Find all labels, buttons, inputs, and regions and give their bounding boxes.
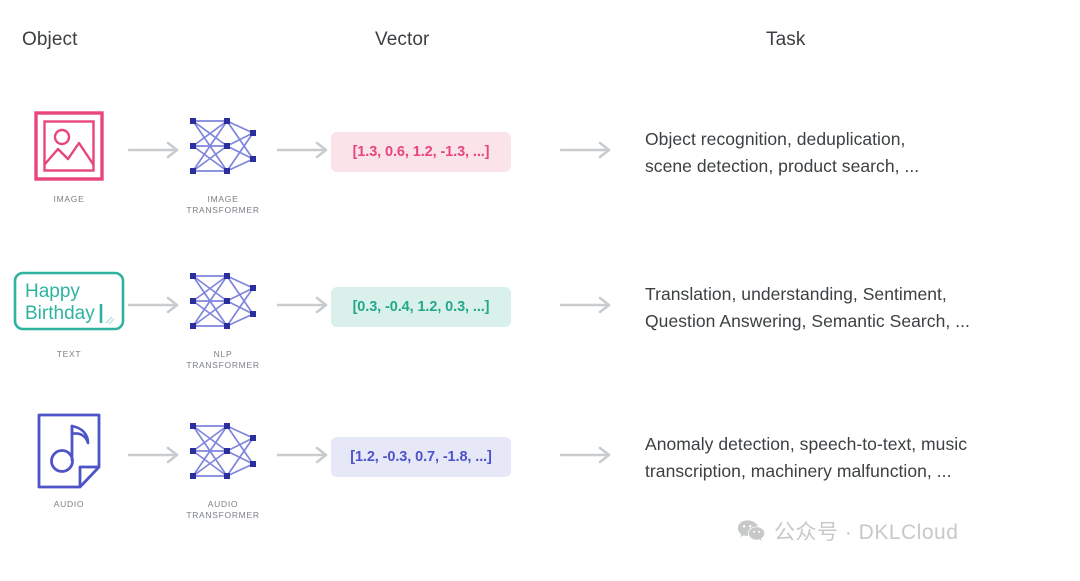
neural-network-icon — [183, 265, 263, 337]
object-cell-audio: AUDIO — [14, 413, 124, 510]
object-caption: IMAGE — [53, 194, 85, 204]
pipeline-row-text: Happy Birthday TEXT — [0, 265, 1080, 395]
object-caption: AUDIO — [53, 499, 85, 509]
arrow-right-icon — [559, 445, 616, 465]
neural-network-icon — [183, 415, 263, 487]
transformer-cell-image: IMAGE TRANSFORMER — [170, 110, 276, 217]
transformer-caption: AUDIO TRANSFORMER — [186, 499, 260, 521]
picture-icon — [33, 110, 105, 182]
watermark-label: 公众号 · DKLCloud — [774, 521, 959, 544]
text-box-icon: Happy Birthday — [13, 265, 125, 337]
svg-text:Happy: Happy — [25, 281, 80, 302]
arrow-right-icon — [276, 445, 333, 465]
arrow-right-icon — [127, 445, 184, 465]
neural-network-icon — [183, 110, 263, 182]
column-header-task: Task — [766, 29, 806, 50]
task-description-image: Object recognition, deduplication, scene… — [645, 129, 920, 176]
arrow-right-icon — [559, 140, 616, 160]
transformer-cell-text: NLP TRANSFORMER — [170, 265, 276, 372]
object-cell-text: Happy Birthday TEXT — [8, 265, 130, 360]
transformer-cell-audio: AUDIO TRANSFORMER — [170, 415, 276, 522]
arrow-right-icon — [127, 295, 184, 315]
object-caption: TEXT — [56, 349, 82, 359]
pipeline-row-audio: AUDIO — [0, 413, 1080, 545]
vector-chip-audio: [1.2, -0.3, 0.7, -1.8, ...] — [331, 437, 511, 477]
transformer-caption: IMAGE TRANSFORMER — [186, 194, 260, 216]
task-description-audio: Anomaly detection, speech-to-text, music… — [645, 434, 968, 481]
arrow-right-icon — [276, 140, 333, 160]
audio-file-icon — [36, 413, 102, 489]
task-description-text: Translation, understanding, Sentiment, Q… — [645, 284, 970, 331]
wechat-icon — [737, 519, 765, 543]
arrow-right-icon — [127, 140, 184, 160]
watermark: 公众号 · DKLCloud — [737, 516, 958, 546]
transformer-caption: NLP TRANSFORMER — [186, 349, 260, 371]
object-cell-image: IMAGE — [14, 110, 124, 205]
column-header-object: Object — [22, 29, 78, 50]
pipeline-row-image: IMAGE — [0, 110, 1080, 240]
arrow-right-icon — [276, 295, 333, 315]
column-header-vector: Vector — [375, 29, 430, 50]
arrow-right-icon — [559, 295, 616, 315]
svg-text:Birthday: Birthday — [25, 303, 95, 324]
vector-chip-image: [1.3, 0.6, 1.2, -1.3, ...] — [331, 132, 511, 172]
vector-chip-text: [0.3, -0.4, 1.2, 0.3, ...] — [331, 287, 511, 327]
